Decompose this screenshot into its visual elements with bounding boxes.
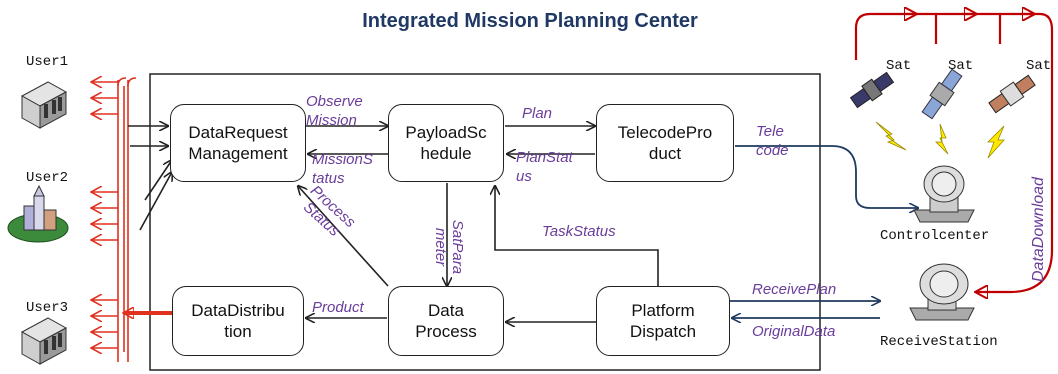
user1-building-icon: [20, 81, 68, 129]
diagram-title: Integrated Mission Planning Center: [362, 10, 698, 32]
data-process-box: Data Process: [388, 286, 504, 356]
planning-center-frame: [149, 73, 821, 371]
satellite-3-icon: [988, 74, 1036, 114]
task-status-label: TaskStatus: [542, 223, 616, 240]
user1-label: User1: [26, 54, 69, 70]
receive-station-label: ReceiveStation: [880, 334, 998, 350]
product-label: Product: [312, 299, 364, 316]
telecode-product-box: TelecodePro duct: [596, 104, 734, 182]
satellite-link: [854, 14, 1054, 292]
satellite-2-label: Sat: [948, 58, 974, 74]
platform-dispatch-box: Platform Dispatch: [596, 286, 730, 356]
plan-label: Plan: [522, 105, 553, 122]
data-request-management-box: DataRequest Management: [170, 104, 306, 182]
data-download-label: DataDownload: [1030, 177, 1047, 282]
sat-parameter-label: SatPara meter: [432, 219, 467, 275]
receive-plan-label: ReceivePlan: [752, 281, 837, 298]
control-center-label: Controlcenter: [880, 228, 990, 244]
control-center-dish-icon: [913, 165, 975, 223]
original-data-label: OriginalData: [752, 323, 836, 340]
plan-status-label: PlanStat us: [516, 149, 573, 185]
satellite-1-icon: [849, 71, 895, 109]
receive-station-dish-icon: [909, 263, 975, 321]
mission-status-label: MissionS tatus: [312, 151, 373, 187]
telecode-label: Tele code: [756, 123, 789, 159]
user3-label: User3: [26, 300, 69, 316]
user2-city-icon: [7, 184, 69, 243]
satellite-3-label: Sat: [1026, 58, 1052, 74]
data-distribution-box: DataDistribu tion: [172, 286, 304, 356]
user3-building-icon: [20, 317, 68, 365]
user-distribution-lines: [92, 78, 137, 362]
user2-label: User2: [26, 170, 69, 186]
downlink-bolts: [875, 121, 1005, 159]
observe-mission-label: Observe Mission: [306, 93, 363, 129]
satellite-1-label: Sat: [886, 58, 912, 74]
payload-schedule-box: PayloadSc hedule: [388, 104, 504, 182]
satellite-2-icon: [921, 68, 963, 120]
